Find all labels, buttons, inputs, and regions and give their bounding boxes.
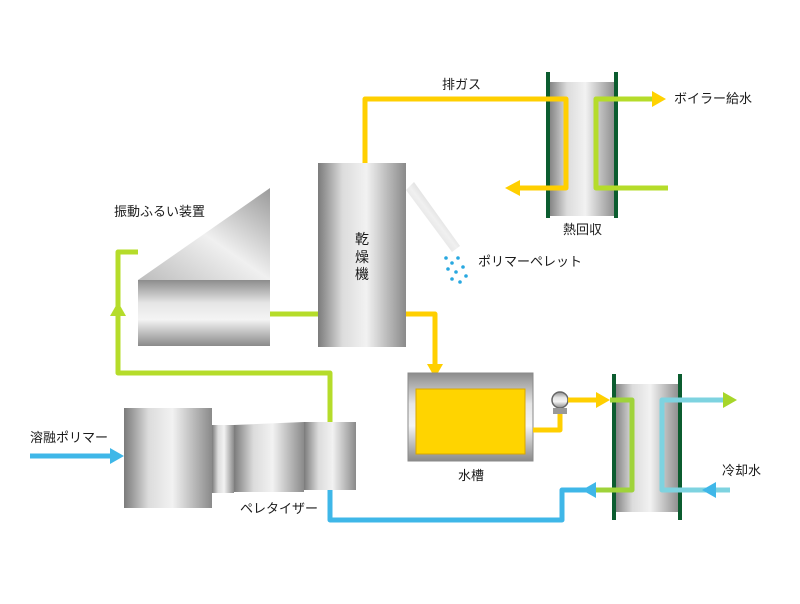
pellet-chute [406, 182, 460, 252]
boiler-water-label: ボイラー給水 [674, 92, 753, 107]
tank-to-pump-line [533, 414, 563, 433]
water-tank-water [415, 388, 526, 455]
pelletizer-to-sieve-line [115, 314, 333, 422]
extruder-body [124, 408, 212, 508]
vibrating-sieve-slope [138, 188, 270, 280]
exhaust-gas-line [362, 96, 569, 191]
heat-recovery-label: 熱回収 [563, 223, 603, 238]
exhaust-outlet-arrow-icon [505, 180, 520, 196]
cooling-water-label: 冷却水 [722, 464, 762, 479]
pump-base [553, 408, 567, 414]
dryer-label: 乾燥機 [355, 232, 369, 283]
cold-water-return-line [327, 487, 596, 523]
extruder-neck [212, 425, 234, 493]
dryer-body [318, 163, 406, 347]
sieve-inlet-line [115, 249, 138, 320]
water-tank-label: 水槽 [458, 469, 485, 484]
boiler-water-arrow-icon [652, 91, 666, 107]
vibrating-sieve-label: 振動ふるい装置 [114, 205, 206, 220]
cooling-water-line [659, 397, 730, 493]
cooler-inlet-arrow-icon [596, 392, 610, 408]
extruder-cone [234, 422, 304, 492]
tank-inlet-arrow-icon [427, 364, 443, 378]
boiler-water-line [593, 96, 668, 191]
cold-water-arrow-icon [582, 482, 596, 498]
pelletizer-head [304, 422, 356, 490]
vibrating-sieve-base [138, 280, 270, 346]
molten-polymer-label: 溶融ポリマー [30, 431, 109, 446]
polymer-pellet-dots [444, 256, 468, 284]
tank-water-cooler-line [596, 397, 635, 493]
cooling-water-outlet-arrow-icon [723, 392, 737, 408]
cooling-water-inlet-arrow-icon [702, 482, 716, 498]
heat-exchanger-1-body [548, 82, 616, 216]
polymer-pellet-label: ポリマーペレット [478, 255, 583, 270]
pelletizer-label: ペレタイザー [240, 502, 319, 517]
molten-polymer-arrow-icon [110, 448, 124, 464]
exhaust-gas-label: 排ガス [442, 78, 482, 93]
dryer-to-tank-line [406, 311, 438, 366]
pump-icon [551, 391, 569, 409]
heat-exchanger-2-body [614, 384, 680, 512]
